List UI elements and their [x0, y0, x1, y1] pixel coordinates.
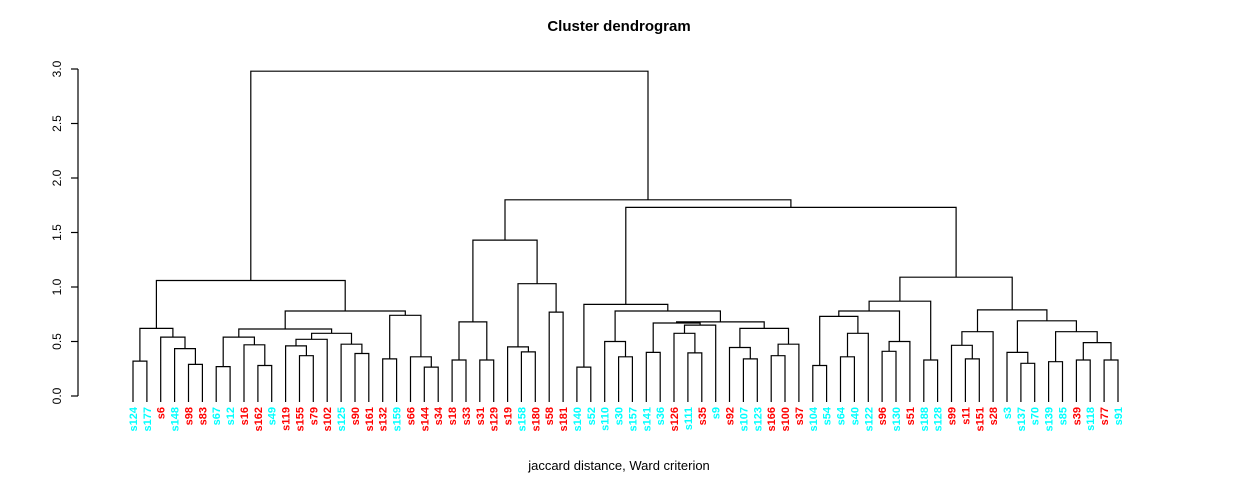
leaf-label: s166	[766, 407, 778, 431]
leaf-label: s99	[947, 407, 959, 425]
leaf-label: s107	[738, 407, 750, 431]
leaf-label: s139	[1044, 407, 1056, 431]
leaf-label: s161	[364, 407, 376, 431]
y-tick-label: 1.0	[50, 278, 64, 295]
y-tick-label: 2.0	[50, 169, 64, 186]
leaf-label: s92	[725, 407, 737, 425]
leaf-label: s140	[572, 407, 584, 431]
leaf-label: s128	[933, 407, 945, 431]
leaf-label: s96	[877, 407, 889, 425]
leaf-label: s36	[655, 407, 667, 425]
y-tick-label: 2.5	[50, 115, 64, 132]
leaf-label: s51	[905, 407, 917, 425]
leaf-label: s126	[669, 407, 681, 431]
leaf-label: s181	[558, 407, 570, 431]
leaf-label: s180	[530, 407, 542, 431]
leaf-label: s58	[544, 407, 556, 425]
leaf-label: s118	[1085, 407, 1097, 431]
leaf-label: s110	[600, 407, 612, 431]
leaf-label: s6	[156, 407, 168, 419]
y-axis: 0.0 0.5 1.0 1.5 2.0 2.5 3.0	[50, 60, 79, 404]
leaf-label: s39	[1071, 407, 1083, 425]
leaf-label: s102	[322, 407, 334, 431]
leaf-label: s159	[392, 407, 404, 431]
leaf-label: s9	[711, 407, 723, 419]
y-tick-label: 3.0	[50, 60, 64, 77]
leaf-label: s30	[614, 407, 626, 425]
leaf-label: s91	[1113, 407, 1125, 425]
leaf-label: s122	[863, 407, 875, 431]
leaf-label: s49	[267, 407, 279, 425]
leaf-label: s137	[1016, 407, 1028, 431]
leaf-label: s79	[308, 407, 320, 425]
leaf-label: s37	[794, 407, 806, 425]
leaf-label: s83	[197, 407, 209, 425]
leaf-label: s104	[808, 406, 820, 431]
leaf-label: s158	[516, 407, 528, 431]
leaf-label: s144	[419, 406, 431, 431]
chart-title: Cluster dendrogram	[547, 18, 691, 35]
leaf-label: s100	[780, 407, 792, 431]
leaf-label: s70	[1030, 407, 1042, 425]
y-tick-label: 0.0	[50, 387, 64, 404]
leaf-label: s77	[1099, 407, 1111, 425]
leaf-label: s66	[406, 407, 418, 425]
leaf-label: s123	[752, 407, 764, 431]
leaf-label: s35	[697, 407, 709, 425]
leaf-label: s111	[683, 407, 695, 430]
leaf-label: s162	[253, 407, 265, 431]
y-tick-label: 0.5	[50, 333, 64, 350]
leaf-label: s3	[1002, 407, 1014, 419]
leaf-label: s40	[849, 407, 861, 425]
leaf-label: s129	[489, 407, 501, 431]
y-tick-label: 1.5	[50, 224, 64, 241]
leaf-label: s19	[503, 407, 515, 425]
leaf-label: s64	[836, 406, 848, 425]
leaf-label: s98	[184, 407, 196, 425]
dendrogram-links	[132, 70, 1119, 402]
leaf-label: s11	[960, 407, 972, 425]
leaf-label: s54	[822, 406, 834, 425]
leaf-label: s188	[919, 407, 931, 431]
leaf-label: s85	[1058, 407, 1070, 425]
leaf-label: s34	[433, 406, 445, 425]
leaf-label: s141	[641, 407, 653, 431]
leaf-label: s151	[974, 407, 986, 431]
leaf-label: s31	[475, 407, 487, 425]
leaf-label: s130	[891, 407, 903, 431]
chart-subtitle: jaccard distance, Ward criterion	[528, 458, 710, 473]
leaf-label: s177	[142, 407, 154, 431]
leaf-label: s18	[447, 407, 459, 425]
leaf-label: s148	[170, 407, 182, 431]
leaf-label: s12	[225, 407, 237, 425]
leaf-label: s132	[378, 407, 390, 431]
leaf-label: s124	[128, 406, 140, 431]
leaf-label: s28	[988, 407, 1000, 425]
leaf-label: s157	[627, 407, 639, 431]
leaf-label: s119	[281, 407, 293, 431]
leaf-label: s67	[211, 407, 223, 425]
leaf-label: s155	[295, 407, 307, 431]
leaf-label: s33	[461, 407, 473, 425]
leaf-label: s52	[586, 407, 598, 425]
leaf-label: s90	[350, 407, 362, 425]
leaf-label: s16	[239, 407, 251, 425]
leaf-label: s125	[336, 407, 348, 431]
